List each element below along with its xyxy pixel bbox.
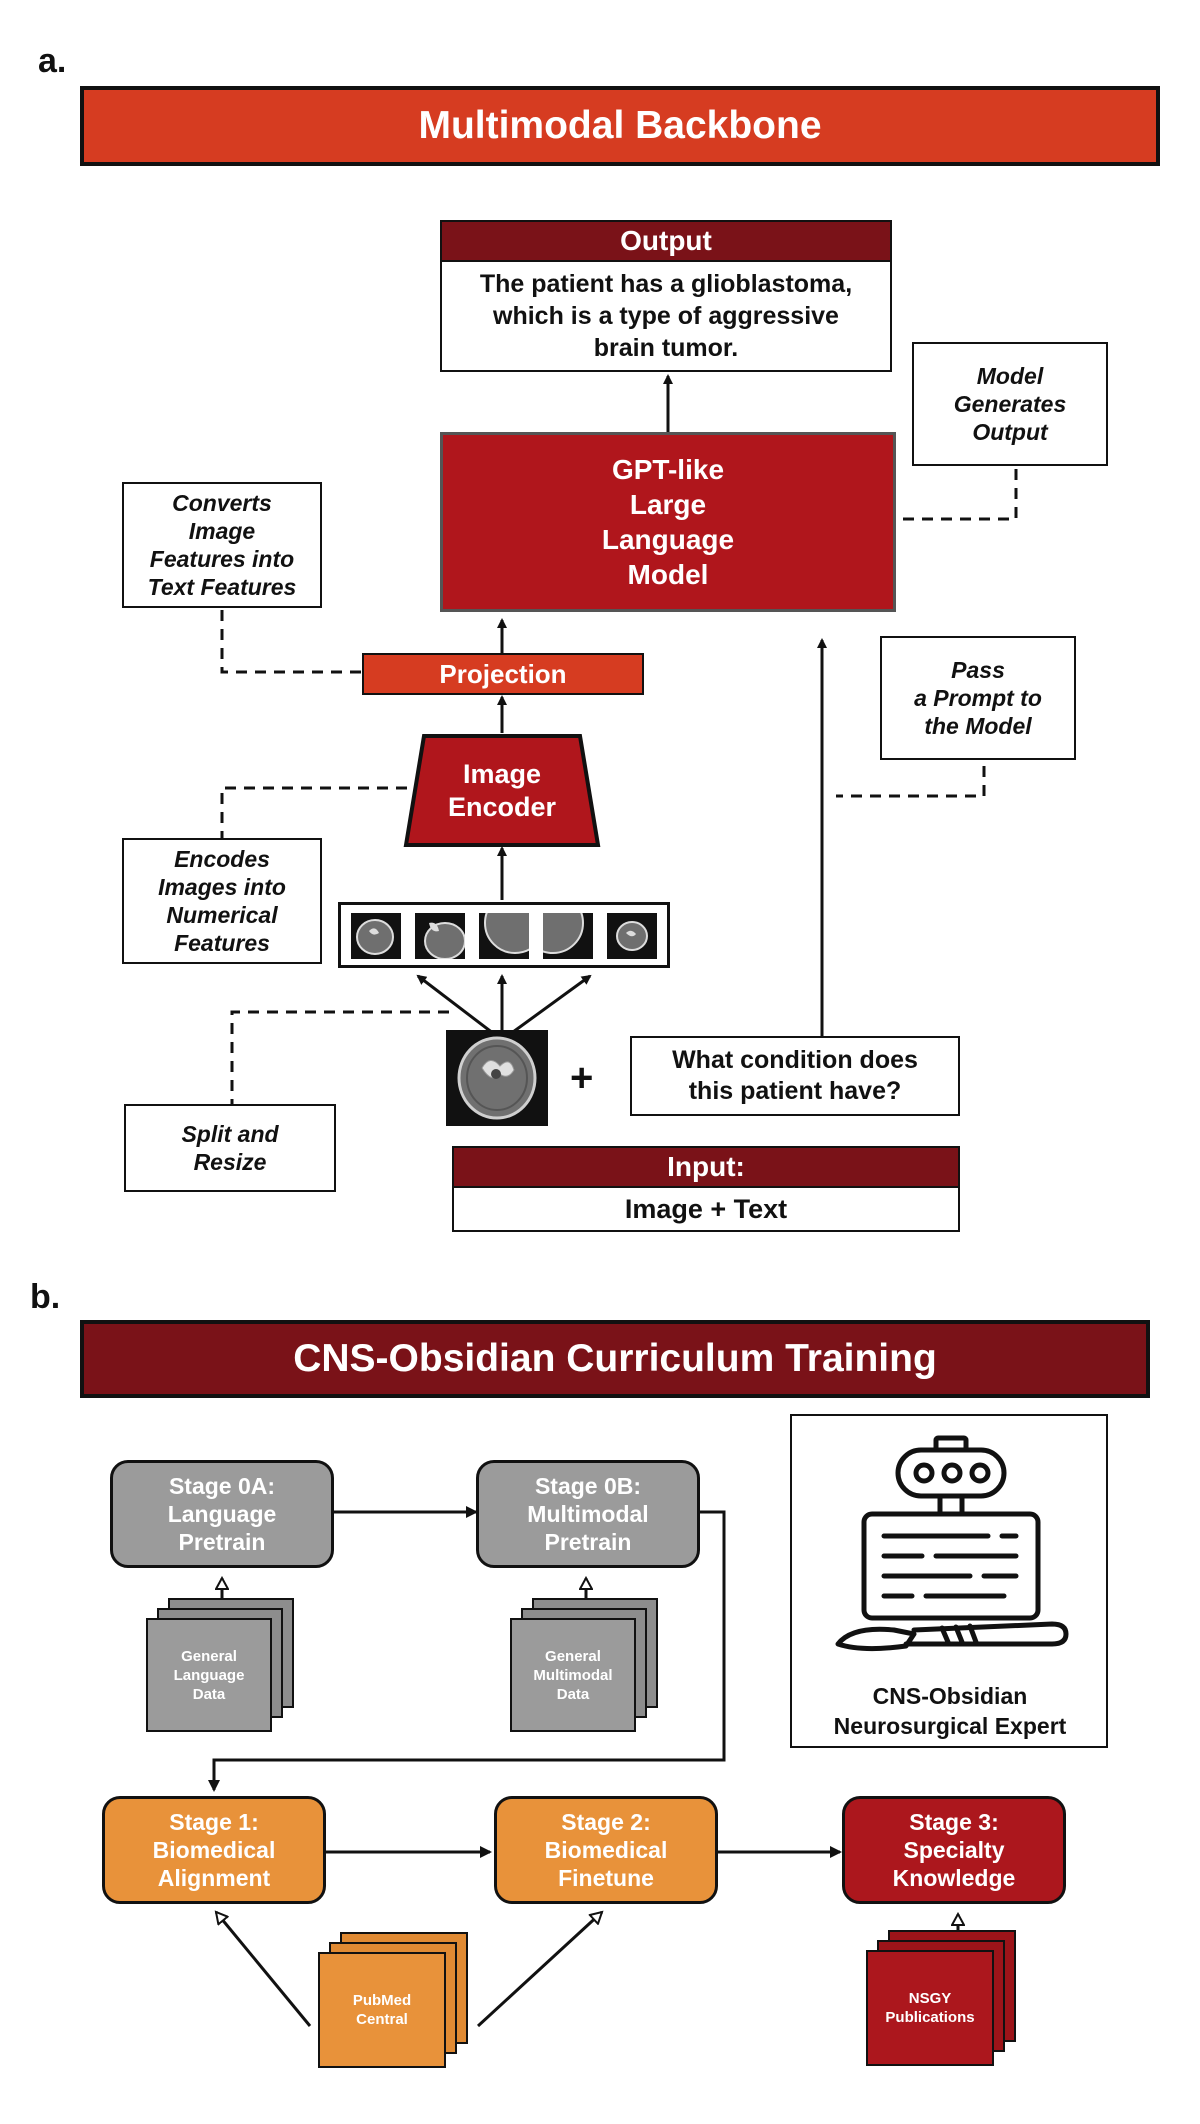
panel-a-label: a. [38, 42, 67, 80]
general-multimodal-data-stack: General Multimodal Data [510, 1598, 660, 1734]
neurosurgical-expert-label: CNS-Obsidian Neurosurgical Expert [833, 1683, 1067, 1739]
pubmed-central-data-label: PubMed Central [318, 1952, 446, 2068]
general-language-data-stack: General Language Data [146, 1598, 296, 1734]
note-encodes-images: Encodes Images into Numerical Features [122, 838, 322, 964]
note-pass-prompt: Pass a Prompt to the Model [880, 636, 1076, 760]
mri-slice-5 [607, 913, 657, 959]
image-encoder-shape [403, 734, 601, 847]
nsgy-publications-data-stack: NSGY Publications [866, 1930, 1018, 2068]
nsgy-publications-data-label: NSGY Publications [866, 1950, 994, 2066]
panel-a-connectors [220, 374, 1018, 1110]
image-encoder-label: Image Encoder [447, 759, 557, 822]
general-multimodal-data-label: General Multimodal Data [510, 1618, 636, 1732]
curriculum-training-banner: CNS-Obsidian Curriculum Training [80, 1320, 1150, 1398]
multimodal-backbone-banner: Multimodal Backbone [80, 86, 1160, 166]
llm-box: GPT-like Large Language Model [440, 432, 896, 612]
robot-scalpel-icon [835, 1435, 1069, 1652]
panel-b-label: b. [30, 1278, 61, 1316]
plus-sign: + [570, 1056, 594, 1100]
mri-slice-2 [415, 913, 466, 960]
mri-input-image [446, 1030, 548, 1126]
input-text-box: Image + Text [452, 1186, 960, 1232]
stage-0b-box: Stage 0B: Multimodal Pretrain [476, 1460, 700, 1568]
stage-2-box: Stage 2: Biomedical Finetune [494, 1796, 718, 1904]
note-converts-features: Converts Image Features into Text Featur… [122, 482, 322, 608]
neurosurgical-expert-box: CNS-Obsidian Neurosurgical Expert [790, 1414, 1108, 1748]
output-text-box: The patient has a glioblastoma, which is… [440, 260, 892, 372]
stage-1-box: Stage 1: Biomedical Alignment [102, 1796, 326, 1904]
general-language-data-label: General Language Data [146, 1618, 272, 1732]
question-box: What condition does this patient have? [630, 1036, 960, 1116]
image-slices-strip [338, 892, 670, 968]
mri-slice-1 [351, 913, 401, 959]
stage-3-box: Stage 3: Specialty Knowledge [842, 1796, 1066, 1904]
note-model-generates: Model Generates Output [912, 342, 1108, 466]
stage-0a-box: Stage 0A: Language Pretrain [110, 1460, 334, 1568]
pubmed-central-data-stack: PubMed Central [318, 1932, 470, 2070]
note-split-resize: Split and Resize [124, 1104, 336, 1192]
projection-box: Projection [362, 653, 644, 695]
